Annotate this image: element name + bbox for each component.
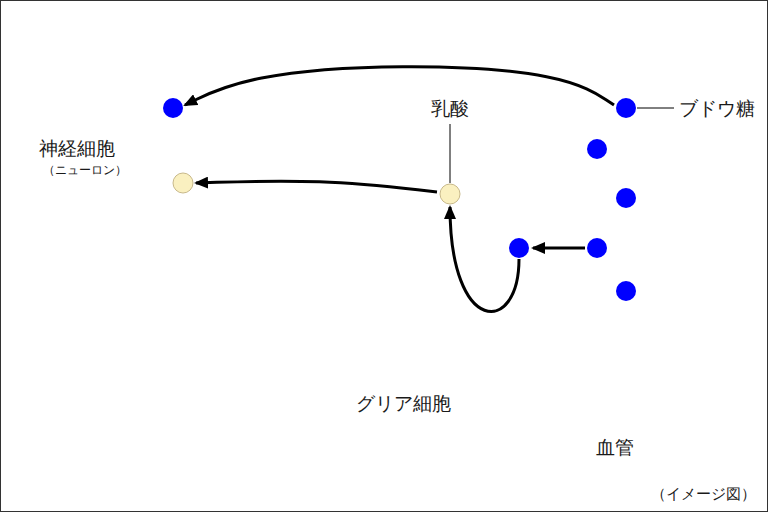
leader-line [450, 124, 451, 183]
vessel-blood [567, 326, 664, 433]
figure-note: （イメージ図） [651, 485, 756, 503]
glucose-dot [587, 238, 607, 258]
neuron: 神経細胞 （ニューロン） [39, 71, 253, 266]
blood-vessel-shape [559, 64, 671, 464]
cell-name: 神経細胞 [39, 137, 115, 160]
substance-label: 乳酸 [431, 97, 469, 120]
flow-arrow [533, 247, 585, 250]
cell-name: グリア細胞 [356, 392, 451, 415]
flow-arrow [196, 181, 437, 192]
vessel-wall [567, 71, 664, 356]
leader-line [637, 108, 674, 109]
cell-subname: （ニューロン） [43, 163, 127, 177]
lactate-dot [173, 173, 193, 193]
vessel-lumen [576, 79, 655, 347]
glial-cell-shape [231, 126, 576, 426]
vessel-name: 血管 [596, 436, 634, 459]
glucose-dot [163, 98, 183, 118]
glucose-dot [616, 188, 636, 208]
glucose-dot [616, 281, 636, 301]
blood-vessel: 血管 [559, 64, 671, 464]
flow-arrow [185, 67, 614, 105]
conversion-arrow [450, 207, 519, 311]
glucose-dot [616, 98, 636, 118]
substance-label: ブドウ糖 [679, 97, 755, 120]
glia-body [234, 132, 569, 380]
glucose-dot [587, 139, 607, 159]
lactate-dot [440, 184, 460, 204]
glucose-dot [509, 238, 529, 258]
glial-cell: グリア細胞 [231, 126, 576, 426]
